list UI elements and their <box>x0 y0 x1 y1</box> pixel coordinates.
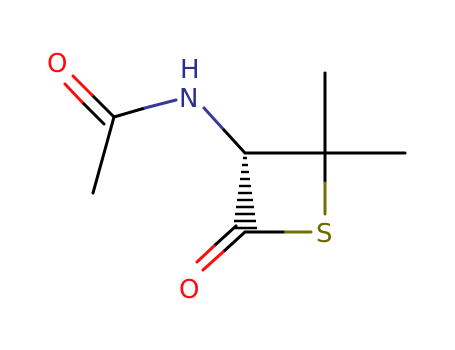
atom-label-oxygen-acetyl: O <box>47 49 67 79</box>
atom-label-nitrogen: N <box>179 84 198 114</box>
bond-methyl-carbonyl <box>91 115 116 195</box>
atom-label-hydrogen: H <box>180 55 200 85</box>
bond-acetyl-carbonyl-double <box>63 74 116 126</box>
bond-nitrogen-ring-carbon <box>202 106 247 155</box>
bond-carbonyl-nitrogen <box>112 98 178 119</box>
atom-label-oxygen-thiolactone: O <box>179 275 199 305</box>
bond-thiolactone-carbonyl-double <box>195 224 247 272</box>
stereo-hashed-wedge-bond <box>233 156 257 230</box>
atom-label-sulfur: S <box>316 219 333 249</box>
